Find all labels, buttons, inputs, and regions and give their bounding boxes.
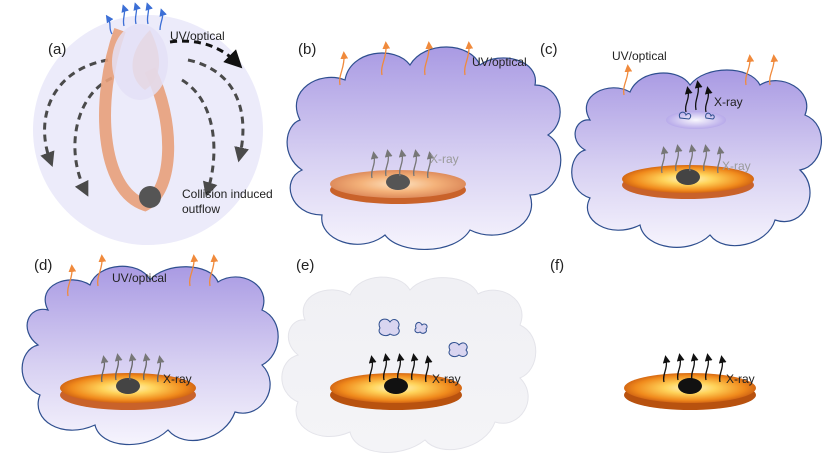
xray-label-e: X-ray	[432, 372, 461, 386]
cloud-e	[281, 276, 537, 453]
black-hole	[139, 186, 161, 208]
xray-arrows-b	[370, 149, 435, 179]
panel-label-a: (a)	[48, 41, 66, 58]
xray-arrows-f	[662, 353, 727, 383]
clump-e3	[448, 342, 468, 358]
xray-arrows-d	[100, 353, 165, 383]
xray-arrows-top-c	[684, 80, 713, 113]
xray-hotspot-c	[666, 111, 726, 129]
collision-region	[112, 24, 168, 100]
cloud-c	[571, 69, 822, 248]
panel-f: (f) X-ray	[550, 257, 756, 410]
collision-label-line1: Collision induced	[182, 187, 273, 201]
xray-arrows-c	[660, 144, 725, 174]
panel-label-f: (f)	[550, 257, 564, 274]
xray-label-b: X-ray	[430, 152, 459, 166]
panel-c: (c) UV/optical X-ray X-ray	[540, 41, 822, 248]
uv-optical-label-d: UV/optical	[112, 271, 167, 285]
uv-optical-label-b: UV/optical	[472, 55, 527, 69]
xray-label-d: X-ray	[163, 372, 192, 386]
black-hole-f	[678, 378, 702, 394]
panel-label-b: (b)	[298, 41, 316, 58]
black-hole-e	[384, 378, 408, 394]
xray-label-f: X-ray	[726, 372, 755, 386]
cloud-b	[286, 46, 562, 251]
xray-arrows-e	[368, 353, 433, 383]
uv-optical-label-a: UV/optical	[170, 29, 225, 43]
black-hole-d	[116, 378, 140, 394]
black-hole-c	[676, 169, 700, 185]
blue-outflow-arrows	[105, 2, 167, 35]
clump-e1	[378, 318, 400, 337]
uv-arrows-c	[622, 54, 779, 96]
panel-a: (a) UV/optical Collision induced outflow	[33, 2, 273, 245]
panel-label-e: (e)	[296, 257, 314, 274]
xray-label-c: X-ray	[722, 159, 751, 173]
uv-arrows-d	[66, 254, 219, 297]
collision-label-line2: outflow	[182, 202, 220, 216]
panel-label-c: (c)	[540, 41, 558, 58]
clump-c1	[678, 111, 692, 120]
clump-c2	[705, 112, 715, 120]
clump-e2	[414, 321, 428, 334]
uv-optical-label-c: UV/optical	[612, 49, 667, 63]
panel-label-d: (d)	[34, 257, 52, 274]
black-hole-b	[386, 174, 410, 190]
panel-d: (d) UV/optical X-ray	[21, 254, 279, 446]
cloud-d	[21, 265, 279, 446]
uv-arrows-b	[338, 41, 474, 86]
panel-b: (b) UV/optical X-ray	[286, 41, 562, 251]
xray-label-top-c: X-ray	[714, 95, 743, 109]
dashed-outflow-arrows	[40, 39, 249, 198]
panel-e: (e) X-ray	[281, 257, 537, 453]
